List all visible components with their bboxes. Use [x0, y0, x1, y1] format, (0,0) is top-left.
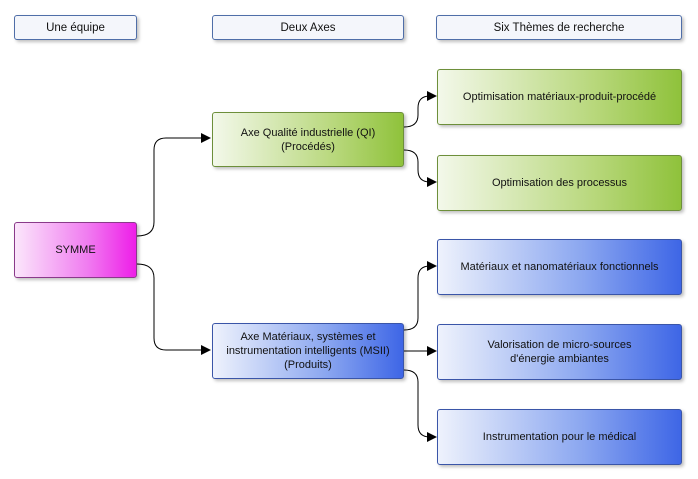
node-theme-4: Valorisation de micro-sources d'énergie … [437, 324, 682, 380]
header-team-label: Une équipe [46, 21, 105, 34]
node-axis-msii-line1: Axe Matériaux, systèmes et [240, 331, 376, 343]
node-theme-5: Instrumentation pour le médical [437, 409, 682, 465]
node-theme-1-label: Optimisation matériaux-produit-procédé [462, 91, 657, 103]
node-theme-3: Matériaux et nanomatériaux fonctionnels [437, 239, 682, 295]
header-axes: Deux Axes [212, 15, 404, 40]
node-axis-qi-line2: (Procédés) [281, 140, 335, 153]
header-themes: Six Thèmes de recherche [436, 15, 682, 40]
node-symme-label: SYMME [55, 244, 96, 256]
link-root-axis-qi [136, 133, 211, 237]
header-themes-label: Six Thèmes de recherche [493, 21, 625, 34]
node-theme-1: Optimisation matériaux-produit-procédé [437, 69, 682, 125]
node-axis-qi: Axe Qualité industrielle (QI) (Procédés) [212, 112, 404, 167]
node-axis-msii-line2: instrumentation intelligents (MSII) [226, 345, 390, 357]
link-root-axis-msii [136, 263, 211, 355]
node-theme-3-label: Matériaux et nanomatériaux fonctionnels [460, 261, 659, 273]
link-qi-theme-2 [403, 149, 437, 187]
link-qi-theme-1 [403, 91, 437, 128]
header-team: Une équipe [14, 15, 137, 40]
node-theme-4-line1: Valorisation de micro-sources [487, 339, 632, 351]
node-symme: SYMME [14, 222, 137, 278]
node-theme-2: Optimisation des processus [437, 155, 682, 211]
link-msii-theme-5 [403, 369, 437, 442]
link-msii-theme-3 [403, 261, 437, 331]
node-axis-qi-line1: Axe Qualité industrielle (QI) [240, 126, 376, 139]
node-theme-2-label: Optimisation des processus [491, 177, 628, 189]
header-axes-label: Deux Axes [280, 21, 336, 34]
node-theme-5-label: Instrumentation pour le médical [482, 431, 637, 443]
node-theme-4-line2: d'énergie ambiantes [510, 353, 609, 365]
node-axis-msii: Axe Matériaux, systèmes et instrumentati… [212, 323, 404, 379]
node-axis-msii-line3: (Produits) [284, 359, 332, 371]
